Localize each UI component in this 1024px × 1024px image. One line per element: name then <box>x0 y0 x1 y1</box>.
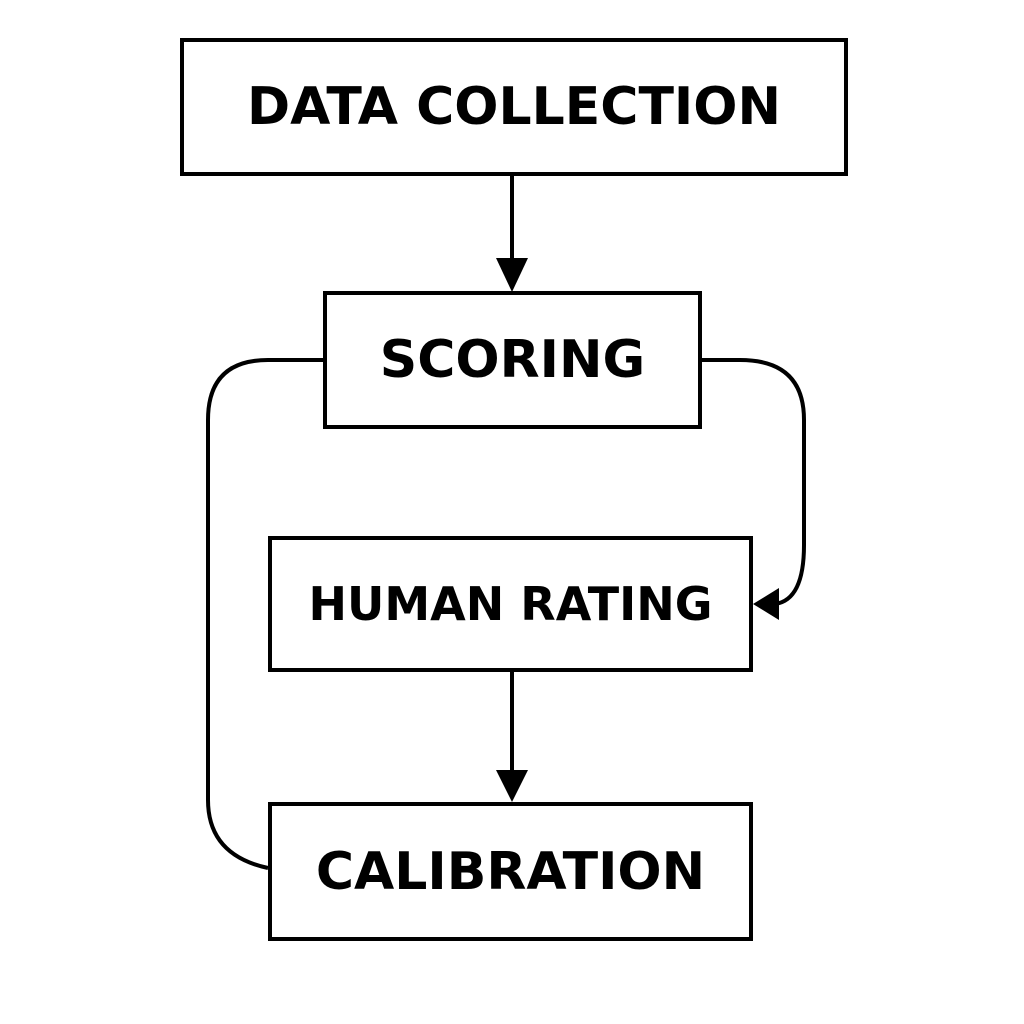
node-human-rating: HUMAN RATING <box>268 536 753 672</box>
node-label: SCORING <box>379 330 646 390</box>
edge-calibration-to-scoring <box>206 358 323 870</box>
arrowhead-human-rating-right <box>753 588 779 620</box>
arrowhead-calibration-top <box>496 770 528 802</box>
node-data-collection: DATA COLLECTION <box>180 38 848 176</box>
node-label: CALIBRATION <box>315 841 706 902</box>
node-calibration: CALIBRATION <box>268 802 753 941</box>
node-scoring: SCORING <box>323 291 702 429</box>
edge-scoring-to-human-rating <box>702 358 806 606</box>
node-label: DATA COLLECTION <box>246 77 781 137</box>
node-label: HUMAN RATING <box>308 577 713 631</box>
arrowhead-scoring-top <box>496 258 528 292</box>
